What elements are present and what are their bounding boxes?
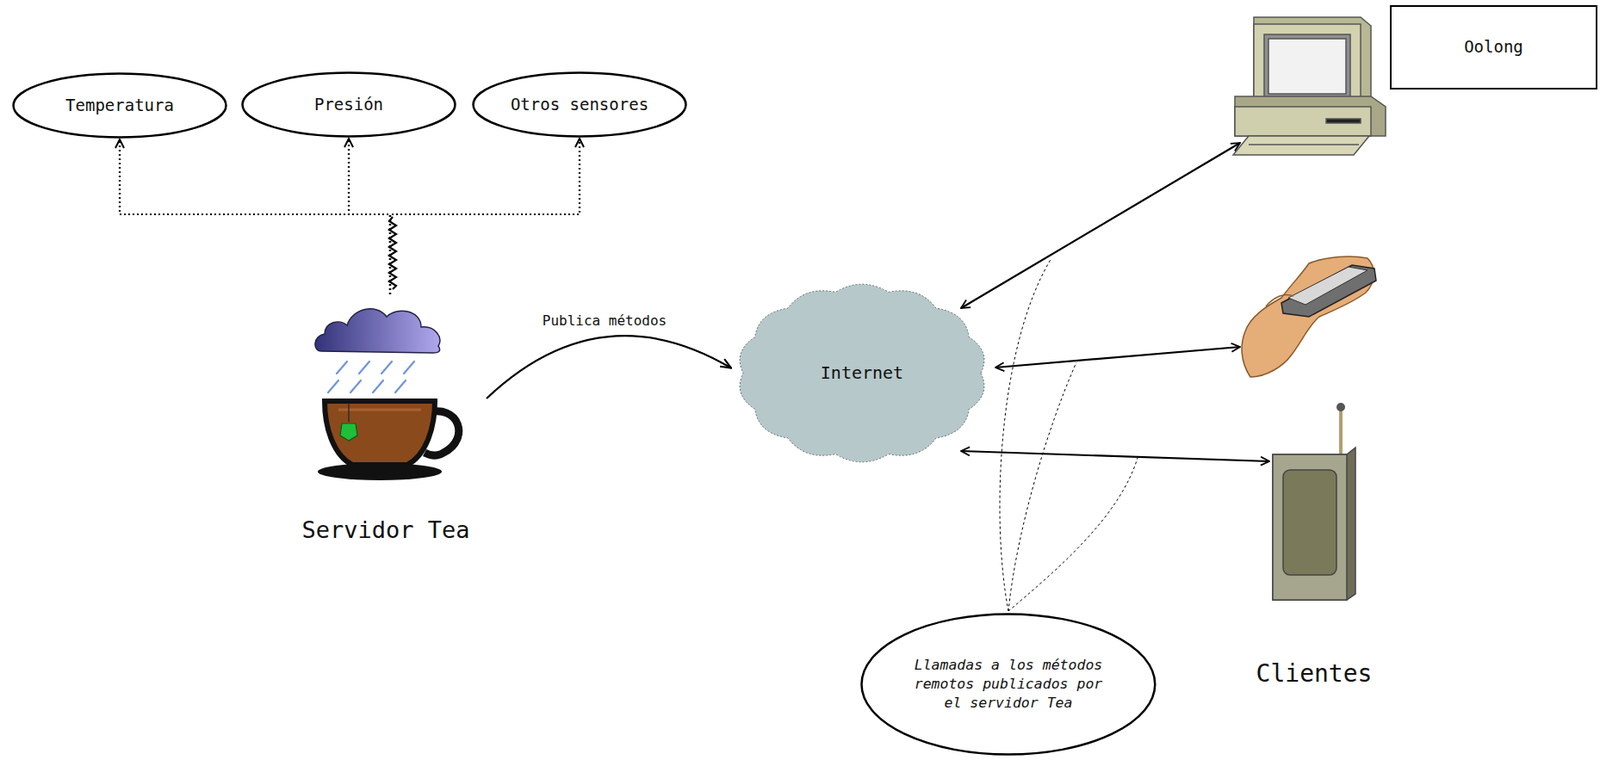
node-text: Llamadas a los métodos remotos publicado… [910, 656, 1107, 714]
sensor-ellipse: Otros sensores [471, 71, 689, 138]
leader-line [999, 258, 1052, 612]
leader-line [1008, 458, 1138, 612]
leader-line [1008, 362, 1077, 612]
client-link [961, 451, 1270, 462]
node-text: Oolong [1463, 36, 1524, 59]
node-text: Servidor Tea [301, 514, 470, 546]
client-link [961, 142, 1241, 309]
client-link [995, 347, 1241, 368]
callout-ellipse: Llamadas a los métodos remotos publicado… [858, 611, 1159, 758]
desktop-computer [1233, 17, 1386, 156]
node-text: Temperatura [65, 94, 174, 118]
node-text: Otros sensores [510, 93, 649, 117]
internet-cloud: Internet [734, 281, 990, 466]
mobile-phone [1272, 403, 1356, 601]
group-label: Clientes [1253, 659, 1376, 689]
client-name-box: Oolong [1389, 5, 1598, 90]
handheld-pda [1241, 256, 1377, 378]
tea-illustration [286, 292, 485, 552]
sensor-ellipse: Presión [240, 71, 458, 138]
sensor-link [390, 138, 580, 295]
node-text: Presión [314, 93, 384, 117]
publish-arrow [486, 335, 732, 399]
sensor-link [119, 139, 391, 295]
node-text: Internet [820, 361, 904, 385]
sensor-link [348, 138, 391, 295]
tea-server: Servidor Tea [286, 292, 485, 552]
wireless-squiggle [389, 217, 397, 290]
sensor-ellipse: Temperatura [11, 72, 229, 139]
edge-label: Publica métodos [539, 312, 670, 329]
